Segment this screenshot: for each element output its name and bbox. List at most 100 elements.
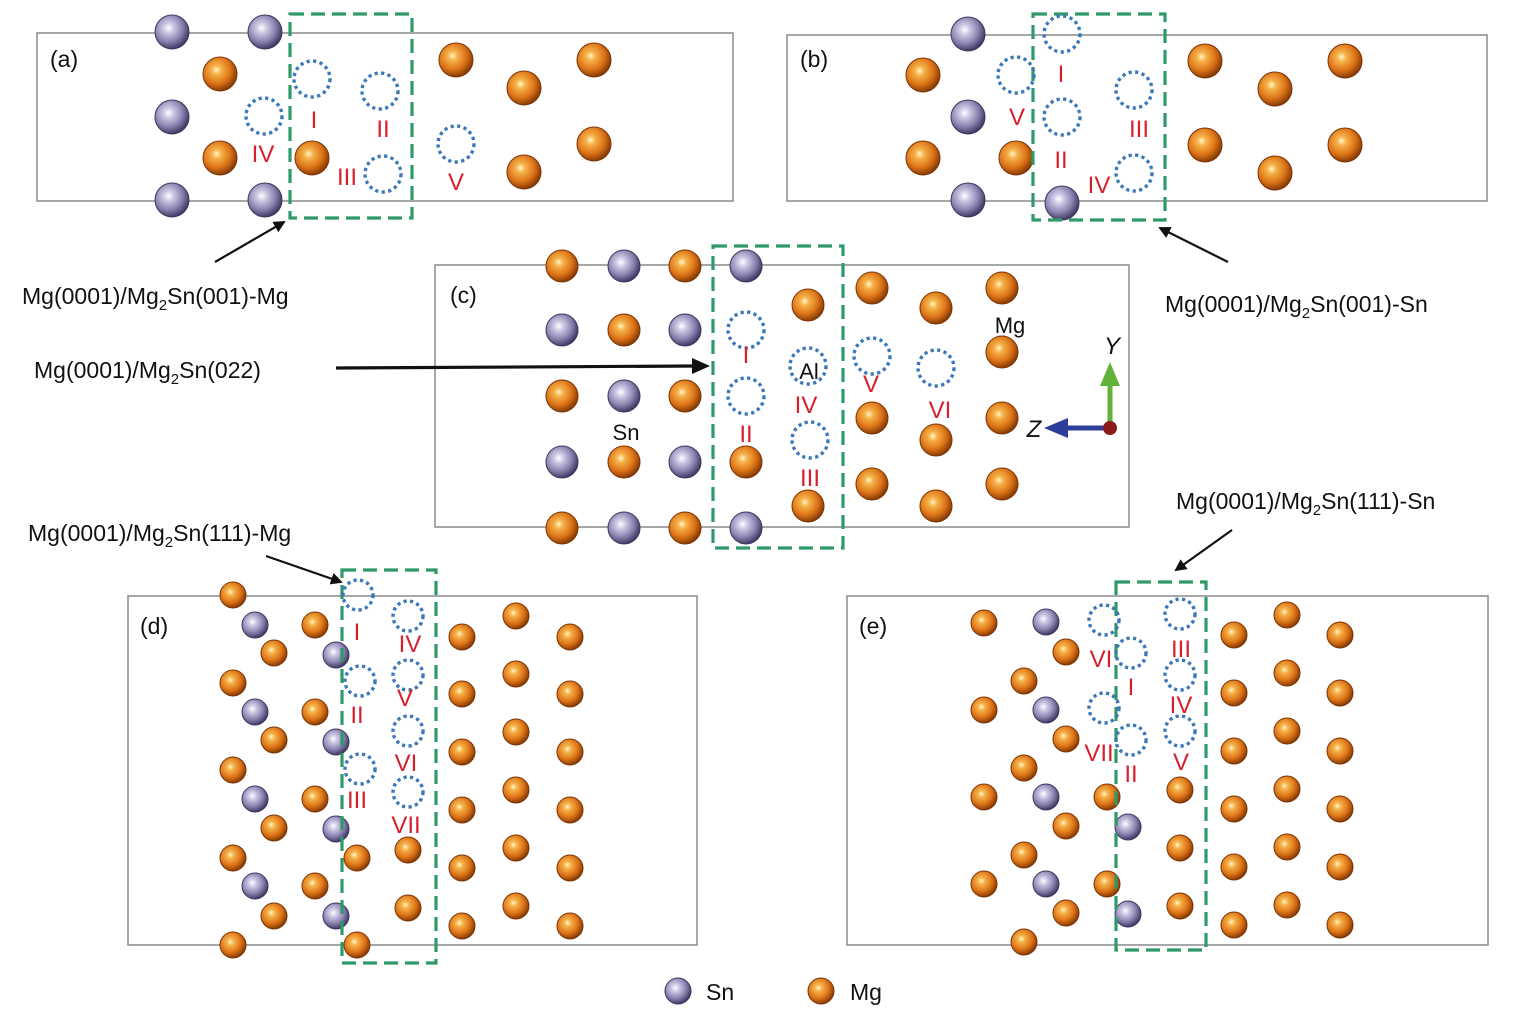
vacancy-sites xyxy=(244,59,476,194)
atoms-group xyxy=(970,601,1354,956)
subscript: 2 xyxy=(165,534,173,551)
legend: Sn Mg xyxy=(664,977,882,1005)
mg-atom xyxy=(668,249,702,283)
mg-atom xyxy=(556,854,584,882)
panel-b: (b) I II III IV V Mg(0001)/Mg2Sn(001)-Sn xyxy=(786,12,1488,322)
site-label: II xyxy=(350,702,363,729)
mg-atom xyxy=(506,70,542,106)
sn-atom xyxy=(729,511,763,545)
mg-atom xyxy=(502,718,530,746)
site-label: III xyxy=(800,465,820,492)
mg-atom xyxy=(448,854,476,882)
vacancy-sites xyxy=(1087,597,1197,757)
sn-atom xyxy=(950,182,986,218)
interface-annotation: Mg(0001)/Mg2Sn(111)-Sn xyxy=(1176,488,1435,519)
site-label: II xyxy=(376,116,389,143)
site-label: V xyxy=(448,169,464,196)
interface-name: Mg(0001)/Mg xyxy=(28,520,165,546)
mg-atom xyxy=(985,335,1019,369)
supercell-frame xyxy=(127,595,698,946)
mg-atom xyxy=(1220,795,1248,823)
sn-atom xyxy=(1032,870,1060,898)
interface-annotation: Mg(0001)/Mg2Sn(001)-Mg xyxy=(22,283,289,314)
mg-atom xyxy=(1052,725,1080,753)
site-label: VI xyxy=(1090,646,1113,673)
mg-atom xyxy=(905,140,941,176)
vacancy-sites xyxy=(726,310,956,460)
atom-label-al: Al xyxy=(799,359,819,384)
panel-label: (c) xyxy=(450,282,477,308)
mg-atom xyxy=(855,401,889,435)
panel-a: (a) I II III IV V Mg(0001)/Mg2Sn(001)-Mg xyxy=(22,12,734,314)
subscript: 2 xyxy=(1302,305,1310,322)
mg-atom xyxy=(1166,776,1194,804)
site-label: IV xyxy=(252,141,275,168)
mg-atom xyxy=(1273,891,1301,919)
vacancy-site-circle xyxy=(1114,723,1148,757)
vacancy-site-circle xyxy=(244,96,284,136)
vacancy-site-circle xyxy=(996,55,1036,95)
legend-label-mg: Mg xyxy=(850,979,882,1005)
sn-atom xyxy=(1032,696,1060,724)
panel-d: (d) I II III IV V VI VII Mg(0001)/Mg2Sn(… xyxy=(28,520,698,965)
mg-atom xyxy=(502,602,530,630)
mg-atom xyxy=(1093,783,1121,811)
sn-atom xyxy=(1044,185,1080,221)
interface-name-rest: Sn(022) xyxy=(179,357,261,383)
sn-atom xyxy=(607,511,641,545)
mg-atom xyxy=(607,313,641,347)
vacancy-site-circle xyxy=(391,775,425,809)
mg-atom xyxy=(502,660,530,688)
sn-atom xyxy=(545,313,579,347)
legend-label-sn: Sn xyxy=(706,979,734,1005)
site-label: IV xyxy=(399,631,422,658)
supercell-frame xyxy=(36,32,734,202)
vacancy-site-circle xyxy=(1163,597,1197,631)
mg-atom xyxy=(1052,638,1080,666)
interface-name-rest: Sn(111)-Mg xyxy=(173,520,291,546)
site-label: VII xyxy=(391,812,420,839)
mg-atom xyxy=(448,680,476,708)
mg-atom xyxy=(1327,127,1363,163)
mg-atom xyxy=(919,423,953,457)
site-label: III xyxy=(347,787,367,814)
site-label: II xyxy=(1054,147,1067,174)
sn-atom xyxy=(247,182,283,218)
pointer-arrow-head xyxy=(692,358,710,374)
vacancy-site-circle xyxy=(363,154,403,194)
mg-atom xyxy=(998,140,1034,176)
site-label: IV xyxy=(1170,692,1193,719)
mg-atom xyxy=(1010,754,1038,782)
site-label: III xyxy=(1171,636,1191,663)
mg-atom xyxy=(855,467,889,501)
site-label: I xyxy=(354,619,361,646)
interface-name-rest: Sn(111)-Sn xyxy=(1321,488,1435,514)
atoms-group xyxy=(545,249,1019,545)
site-label: V xyxy=(397,685,413,712)
mg-atom xyxy=(394,836,422,864)
sn-atom xyxy=(729,249,763,283)
atoms-group xyxy=(154,14,612,218)
mg-atom xyxy=(985,271,1019,305)
mg-atom xyxy=(448,796,476,824)
mg-atom xyxy=(502,776,530,804)
mg-atom xyxy=(791,288,825,322)
sn-atom xyxy=(1032,608,1060,636)
vacancy-site-circle xyxy=(391,658,425,692)
mg-atom xyxy=(729,445,763,479)
vacancy-site-circle xyxy=(292,59,332,99)
mg-atom xyxy=(556,680,584,708)
site-label: IV xyxy=(1088,172,1111,199)
mg-atom xyxy=(1220,679,1248,707)
mg-atom xyxy=(1187,43,1223,79)
site-label: I xyxy=(1058,61,1065,88)
mg-atom xyxy=(576,126,612,162)
mg-atom xyxy=(1273,775,1301,803)
mg-atom xyxy=(1220,911,1248,939)
sn-atom xyxy=(241,611,269,639)
interface-region-box xyxy=(1114,580,1208,952)
mg-atom xyxy=(1257,71,1293,107)
panel-label: (e) xyxy=(859,613,887,639)
legend-swatch-sn xyxy=(664,977,692,1005)
